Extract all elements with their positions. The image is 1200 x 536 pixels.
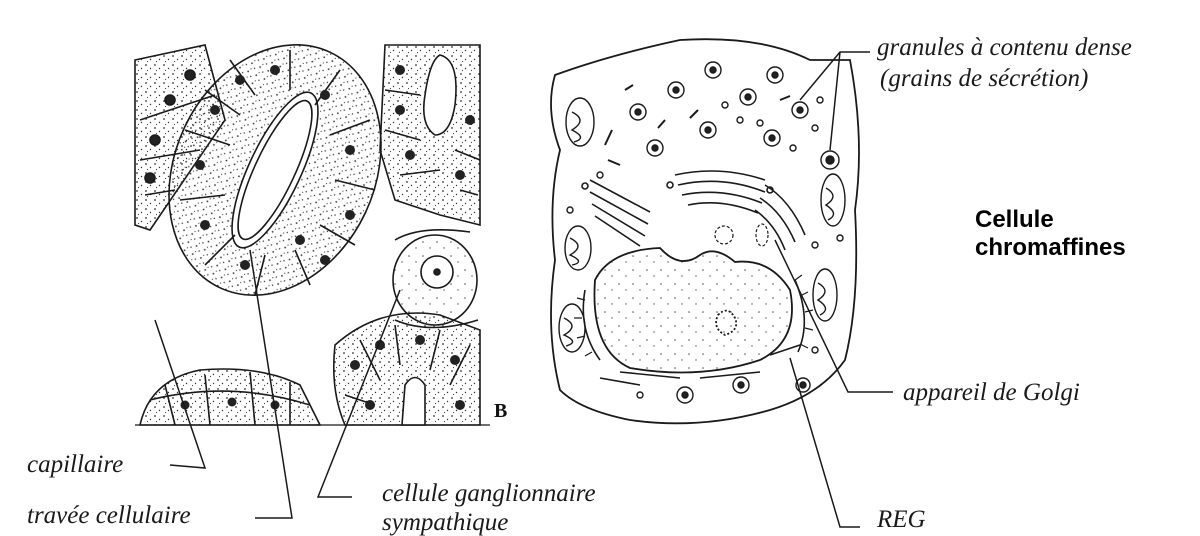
plate-letter: B bbox=[494, 400, 507, 423]
histology-panel bbox=[129, 10, 490, 425]
label-granules: granules à contenu dense bbox=[877, 35, 1132, 60]
label-reg: REG bbox=[877, 507, 926, 532]
label-travee-cellulaire: travée cellulaire bbox=[27, 503, 191, 528]
label-sympathique: sympathique bbox=[382, 510, 508, 535]
label-appareil-golgi: appareil de Golgi bbox=[903, 380, 1080, 405]
label-capillaire: capillaire bbox=[27, 452, 123, 477]
capillary-bottom bbox=[402, 378, 425, 426]
chromaffin-cell bbox=[551, 39, 859, 423]
title-cellule: Cellule bbox=[975, 207, 1054, 232]
title-chromaffines: chromaffines bbox=[975, 235, 1126, 260]
label-cellule-ganglionnaire: cellule ganglionnaire bbox=[382, 481, 596, 506]
label-grains-secretion: (grains de sécrétion) bbox=[880, 66, 1088, 91]
nucleus bbox=[594, 248, 792, 373]
